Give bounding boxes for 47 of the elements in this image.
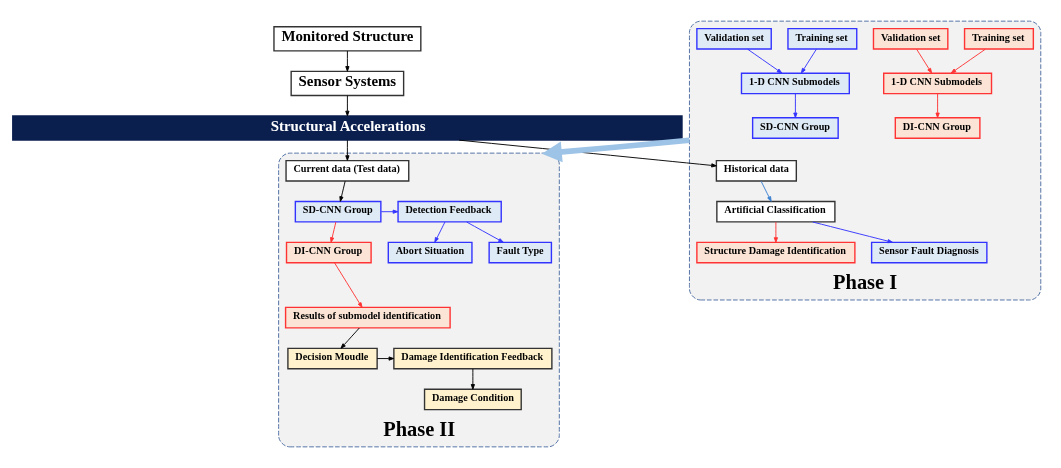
node-box: Fault Type [488,241,553,264]
node-box: Damage Identification Feedback [393,347,553,370]
arrow [434,221,446,243]
node-box: Damage Condition [423,388,522,411]
node-box: 1-D CNN Submodels [883,72,993,95]
arrow [470,368,475,390]
arrow [376,356,395,361]
node-box: Validation set [696,27,772,50]
arrow [458,139,717,168]
arrow [760,180,772,202]
arrow [345,50,350,72]
arrow [466,221,504,243]
arrow [747,48,783,74]
node-box: Current data (Test data) [285,159,410,182]
arrow [773,221,778,243]
node-box: Structure Damage Identification [696,241,856,264]
arrow [345,139,350,161]
arrow [334,262,363,308]
arrow [340,327,360,349]
arrow [800,48,817,74]
node-box: Validation set [872,27,949,50]
node-box: Decision Moudle [287,347,378,370]
arrow [916,48,933,74]
node-box: SD-CNN Group [751,117,839,139]
arrow [380,209,399,214]
node-box: Historical data [715,159,798,182]
node-box: Training set [963,27,1035,50]
arrow [345,95,350,117]
node-box: Sensor Systems [290,70,405,97]
arrow [330,221,337,243]
node-box: 1-D CNN Submodels [740,72,850,95]
node-box: SD-CNN Group [294,200,382,223]
node-box: Monitored Structure [273,26,422,52]
node-box: DI-CNN Group [894,117,981,139]
arrow [950,48,986,74]
arrow [935,93,940,119]
node-box: Abort Situation [387,241,473,264]
arrow [812,221,893,244]
arrow [793,93,798,119]
arrow [339,180,346,202]
node-box: Artificial Classification [716,200,836,223]
node-box: DI-CNN Group [285,241,372,264]
arrow [541,137,690,163]
node-box: Results of submodel identification [284,306,451,329]
node-box: Training set [787,27,858,50]
node-box: Structural Accelerations [12,115,683,141]
node-box: Detection Feedback [397,200,502,223]
